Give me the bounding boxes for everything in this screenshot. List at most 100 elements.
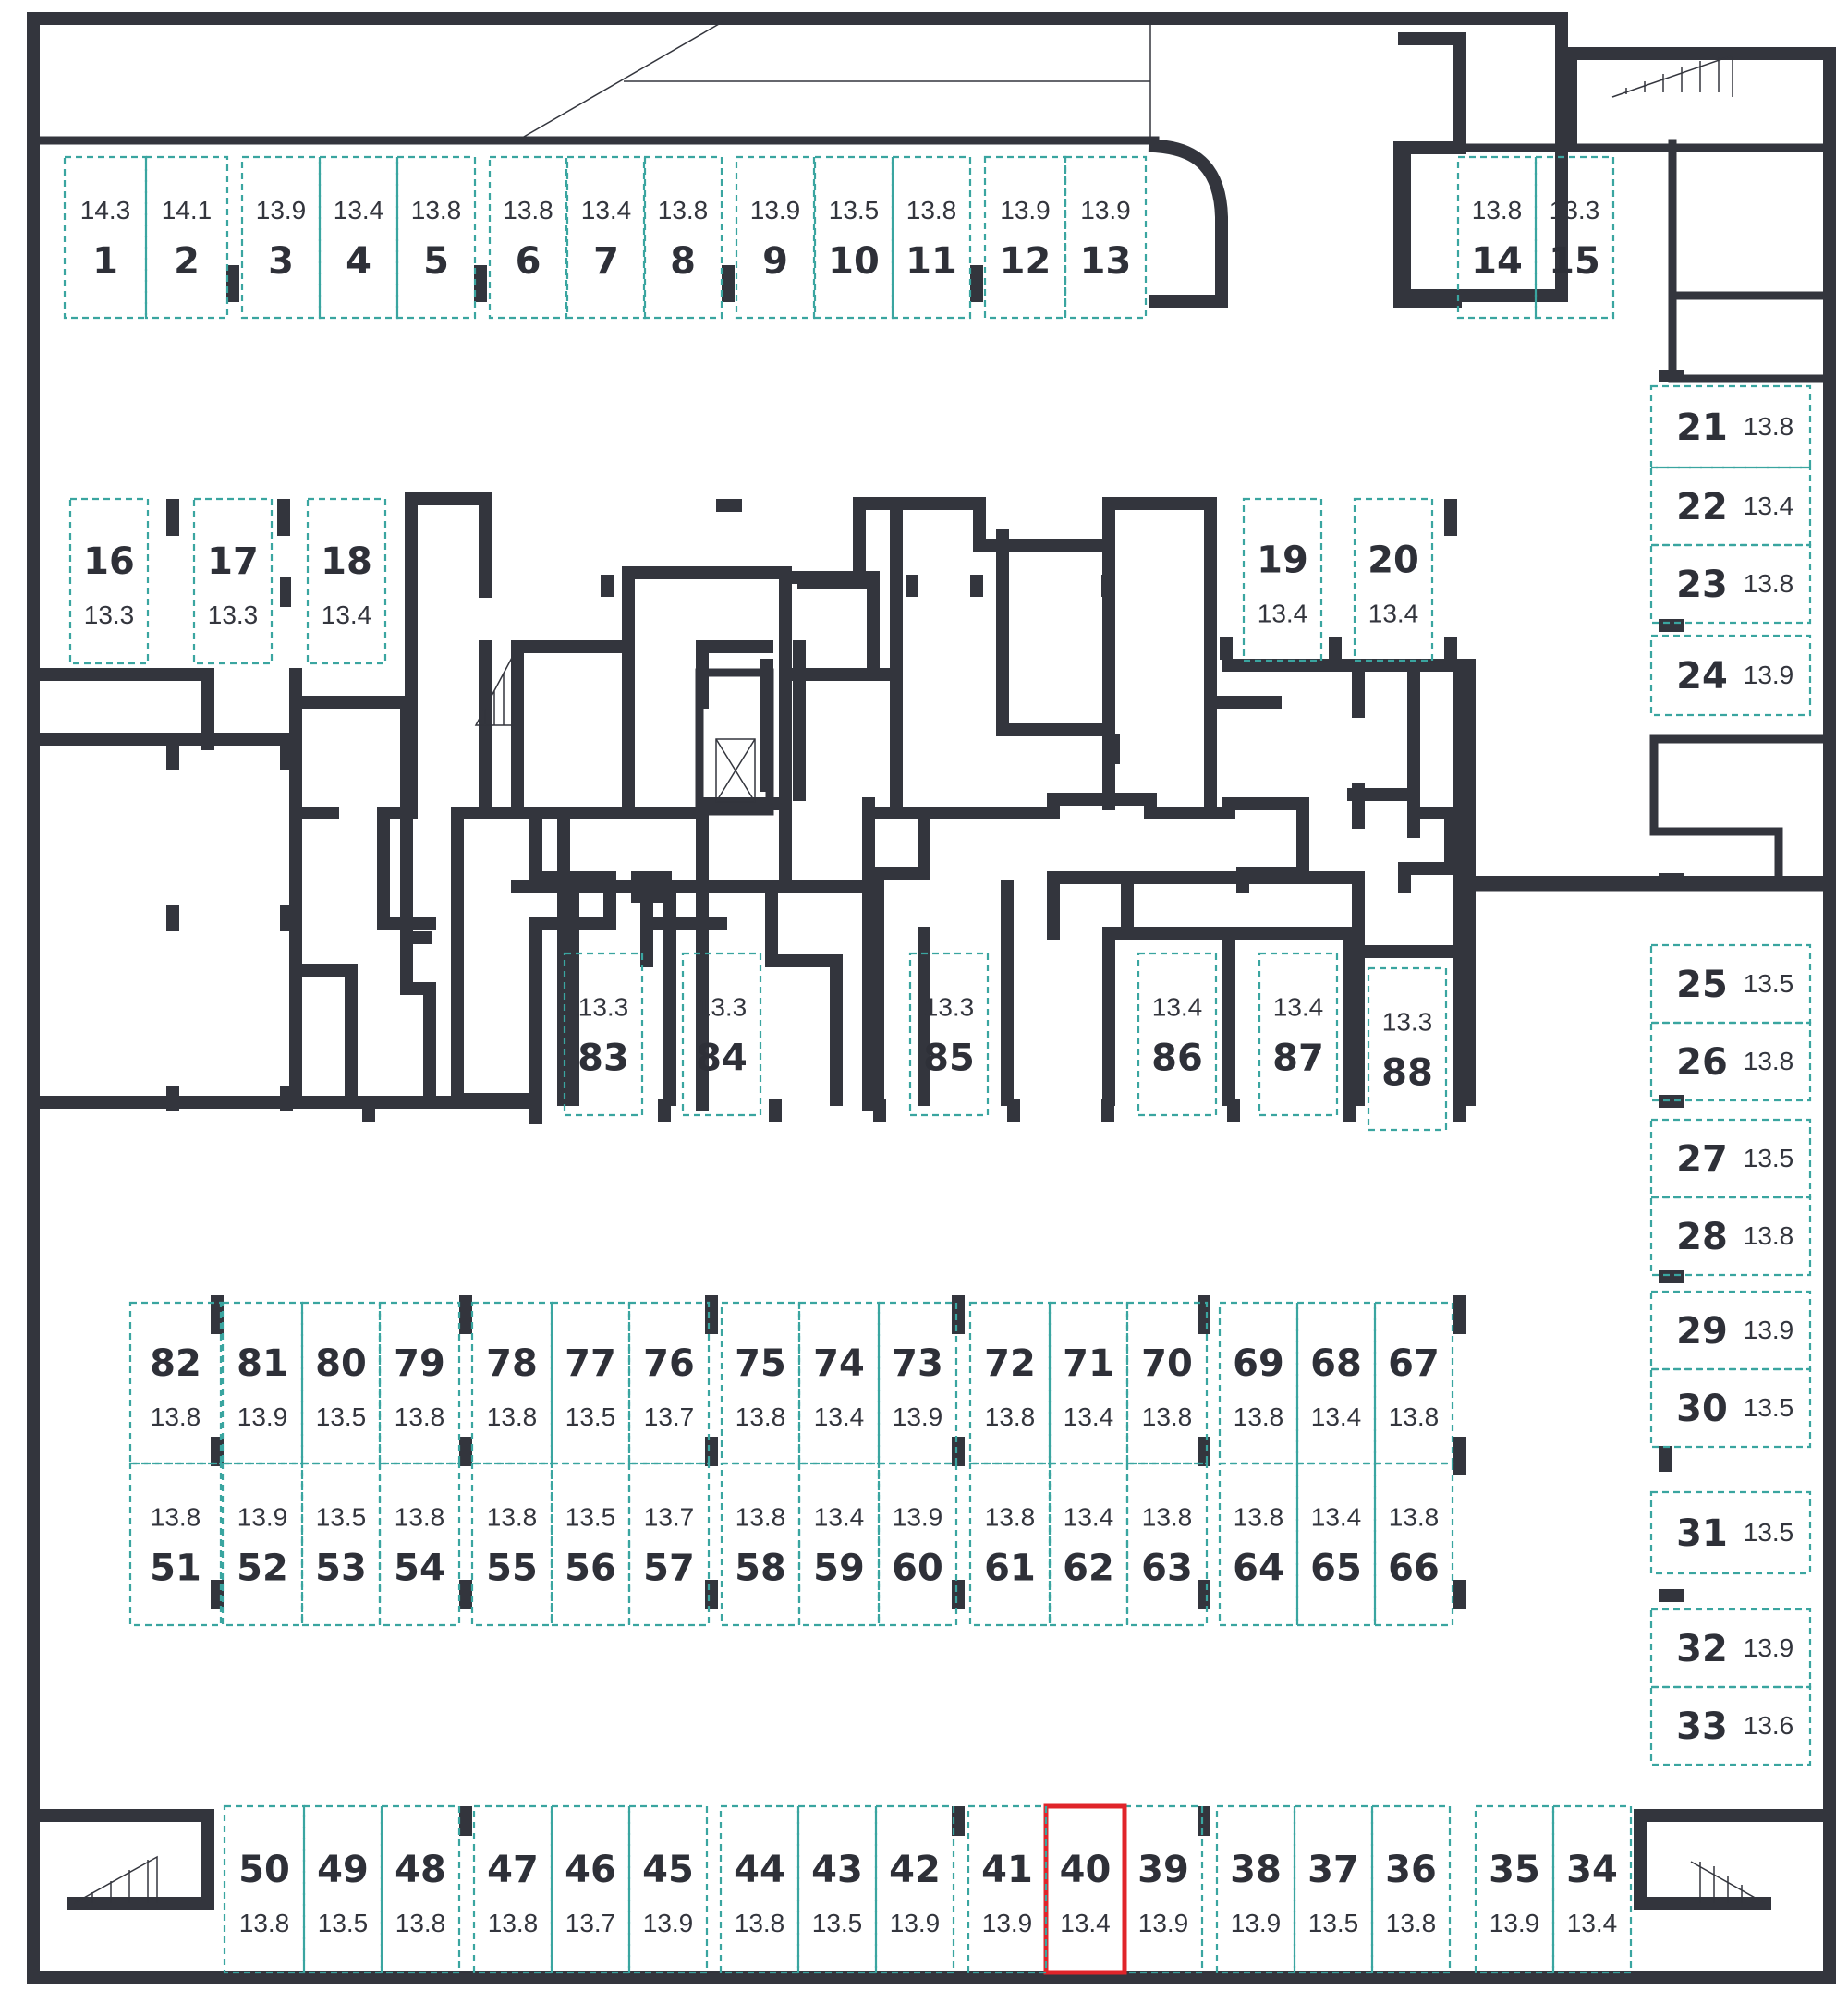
parking-spot-6[interactable]: 613.8 bbox=[488, 155, 568, 320]
parking-spot-5[interactable]: 513.8 bbox=[395, 155, 477, 320]
spot-outline bbox=[1649, 384, 1812, 469]
spot-area: 13.8 bbox=[1389, 1402, 1440, 1431]
spot-number: 85 bbox=[923, 1038, 975, 1080]
parking-spot-7[interactable]: 713.4 bbox=[565, 155, 647, 320]
spot-number: 51 bbox=[150, 1548, 201, 1590]
parking-spot-3[interactable]: 313.9 bbox=[240, 155, 322, 320]
parking-spot-8[interactable]: 813.8 bbox=[642, 155, 723, 320]
spot-outline bbox=[642, 155, 723, 320]
parking-spot-4[interactable]: 413.4 bbox=[318, 155, 399, 320]
spot-outline bbox=[1048, 1301, 1129, 1465]
spot-number: 42 bbox=[889, 1849, 941, 1891]
spot-area: 13.9 bbox=[1744, 661, 1794, 689]
spot-number: 78 bbox=[486, 1342, 538, 1385]
parking-spot-9[interactable]: 913.9 bbox=[735, 155, 816, 320]
spot-area: 13.7 bbox=[644, 1402, 695, 1431]
spot-area: 13.8 bbox=[488, 1909, 539, 1937]
spot-number: 49 bbox=[317, 1849, 369, 1891]
parking-spot-1[interactable]: 114.3 bbox=[63, 155, 148, 320]
parking-spot-2[interactable]: 214.1 bbox=[144, 155, 229, 320]
